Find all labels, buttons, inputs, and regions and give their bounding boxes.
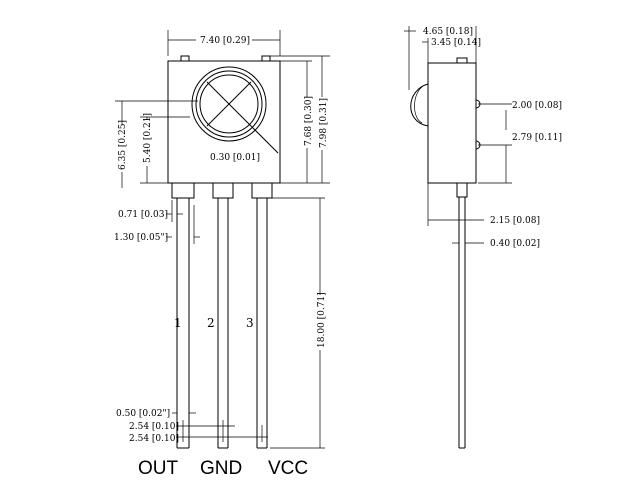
front-body [167,60,281,184]
dim-lead-thickness-front: 0.50 [0.02"] [116,409,170,419]
dim-depth-body: 3.45 [0.14] [431,38,481,48]
dim-width-body: 7.40 [0.29] [200,36,250,46]
pin-number-1: 1 [174,316,182,330]
pin-number-2: 2 [207,316,215,330]
side-lens-dome [410,83,429,127]
front-view: 1 2 3 OUT GND VCC [138,55,308,479]
pin-number-3: 3 [246,316,254,330]
dim-pin-width: 0.71 [0.03] [118,210,168,220]
pin-label-gnd: GND [200,458,242,479]
pin-label-out: OUT [138,458,179,479]
front-leads [176,205,268,449]
side-lead-shoulder [456,182,468,198]
dim-pin-shoulder: 1.30 [0.05"] [114,233,168,243]
side-dimensions: 4.65 [0.18] 3.45 [0.14] 2.00 [0.08] 2.79… [404,26,562,249]
dim-body-height: 7.68 [0.30] [304,96,314,146]
dim-lens-wire: 0.30 [0.01] [210,153,260,163]
dim-total-height-body: 7.98 [0.31] [319,98,329,148]
side-body [427,62,477,184]
dim-lens-diameter: 5.40 [0.21] [143,113,153,163]
dim-pitch-1: 2.54 [0.10] [129,422,179,432]
front-dimensions: 7.40 [0.29] 6.35 [0.25] 5.40 [0.21] 7.68… [114,30,330,449]
side-top-tab [456,57,468,64]
front-lens [191,66,279,154]
front-pin-shoulders [171,183,273,205]
dim-side-upper: 2.00 [0.08] [512,101,562,111]
dim-side-lower: 2.79 [0.11] [512,133,562,143]
dim-height-lens-center: 6.35 [0.25] [118,120,128,170]
dim-lead-thickness-side: 0.40 [0.02] [490,239,540,249]
pin-label-vcc: VCC [268,458,308,479]
side-view [410,57,481,449]
dim-pitch-2: 2.54 [0.10] [129,434,179,444]
dim-lead-offset: 2.15 [0.08] [490,216,540,226]
dim-depth-total: 4.65 [0.18] [423,27,473,37]
dim-lead-length: 18.00 [0.71] [317,292,327,348]
